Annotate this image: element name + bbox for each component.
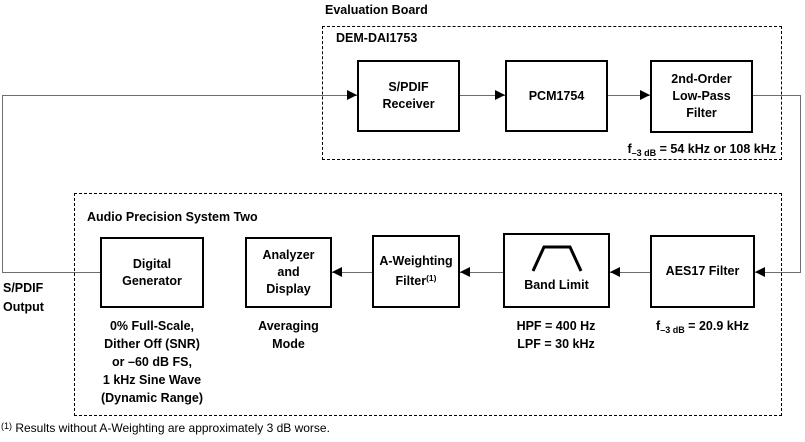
wire-right-drop — [800, 95, 801, 272]
lpf-cutoff-label: f–3 dB = 54 kHz or 108 kHz — [627, 142, 776, 158]
digital-generator-block: Digital Generator — [100, 237, 204, 308]
digital-generator-label: Digital Generator — [122, 256, 182, 288]
audio-precision-group — [74, 193, 782, 416]
lowpass-filter-block: 2nd-Order Low-Pass Filter — [650, 60, 753, 133]
band-limit-block: Band Limit — [503, 233, 610, 308]
arrowhead-into-aweighting-icon — [460, 267, 470, 277]
dem-dai1753-label: DEM-DAI1753 — [336, 31, 418, 45]
footnote: (1) Results without A-Weighting are appr… — [1, 421, 330, 435]
spdif-receiver-block: S/PDIF Receiver — [357, 60, 460, 132]
wire-generator-out — [2, 272, 100, 273]
arrowhead-into-pcm-icon — [495, 90, 505, 100]
arrowhead-into-aes17-icon — [755, 267, 765, 277]
lowpass-filter-label: 2nd-Order Low-Pass Filter — [671, 72, 732, 120]
spdif-receiver-label: S/PDIF Receiver — [382, 80, 435, 111]
wire-lpf-out — [753, 95, 801, 96]
arrowhead-into-analyzer-icon — [332, 267, 342, 277]
audio-precision-title: Audio Precision System Two — [87, 210, 258, 224]
band-limit-caption: HPF = 400 Hz LPF = 30 kHz — [516, 319, 596, 351]
wire-receiver-to-pcm — [460, 95, 505, 96]
wire-aweighting-to-analyzer — [332, 272, 372, 273]
evaluation-board-group — [322, 26, 782, 160]
analyzer-display-block: Analyzer and Display — [245, 237, 332, 308]
wire-aes17-to-bandlimit — [610, 272, 650, 273]
spdif-output-label: S/PDIF Output — [3, 281, 44, 314]
arrowhead-into-lpf-icon — [640, 90, 650, 100]
wire-left-rise — [2, 95, 3, 272]
wire-into-aes17 — [755, 272, 801, 273]
bandpass-filter-icon — [531, 245, 582, 272]
wire-loop-top — [2, 95, 357, 96]
analyzer-display-caption: Averaging Mode — [258, 319, 319, 351]
pcm1754-block: PCM1754 — [505, 60, 608, 132]
band-limit-label: Band Limit — [524, 278, 589, 292]
a-weighting-footnote-ref: (1) — [426, 273, 437, 283]
digital-generator-caption: 0% Full-Scale, Dither Off (SNR) or –60 d… — [100, 319, 204, 405]
analyzer-display-label: Analyzer and Display — [262, 248, 315, 296]
evaluation-board-title: Evaluation Board — [325, 3, 428, 17]
pcm1754-label: PCM1754 — [528, 88, 585, 103]
arrowhead-into-receiver-icon — [347, 90, 357, 100]
wire-pcm-to-lpf — [608, 95, 650, 96]
aes17-filter-label: AES17 Filter — [665, 264, 740, 278]
wire-bandlimit-to-aweighting — [460, 272, 503, 273]
aes17-cutoff-label: f–3 dB = 20.9 kHz — [656, 319, 749, 335]
aes17-filter-block: AES17 Filter — [650, 235, 755, 308]
arrowhead-into-bandlimit-icon — [610, 267, 620, 277]
footnote-ref: (1) — [1, 421, 12, 431]
